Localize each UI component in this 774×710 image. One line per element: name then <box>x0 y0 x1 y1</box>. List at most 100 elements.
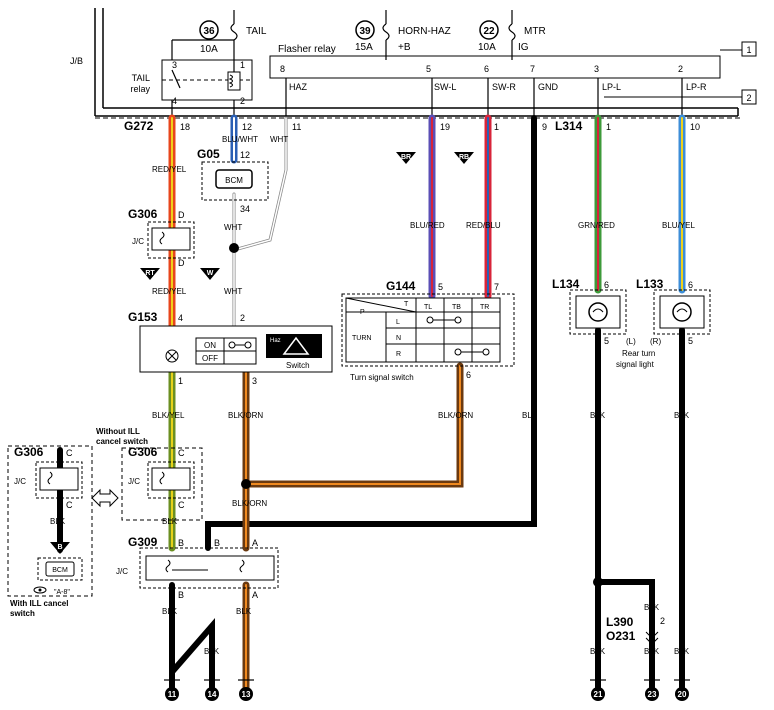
ground-21: 21 <box>590 679 606 701</box>
label-markers-rb: RB <box>459 154 469 161</box>
fuse-horn-haz: 39 HORN-HAZ 15A +B 4 <box>355 10 451 70</box>
label-turn-switch-cols-1: T <box>404 301 409 308</box>
label-wire-labels-blk-orn-2: BLK/ORN <box>438 411 473 420</box>
variant-arrow-icon <box>91 488 119 508</box>
junction-block-label: J/B <box>70 56 83 66</box>
label-pin-numbers-g309-b3: B <box>178 590 184 600</box>
label-pin-numbers-g306-c1: C <box>178 448 185 458</box>
label-switch-on: ON <box>204 341 216 350</box>
label-turn-switch-rows-2: N <box>396 335 401 342</box>
label-fuses-2-number: 22 <box>483 26 495 37</box>
connector-labels: G272 18 12 11 19 1 9 L314 1 10 G05 12 34… <box>14 119 700 643</box>
label-wire-labels-blu-yel: BLU/YEL <box>662 221 695 230</box>
label-wire-labels-blk-g306: BLK <box>162 517 178 526</box>
ground-14: 14 <box>204 679 220 701</box>
label-pin-numbers-g272-19: 19 <box>440 122 450 132</box>
label-wire-labels-wht-2: WHT <box>224 223 242 232</box>
label-pin-numbers-g309-b2: B <box>214 538 220 548</box>
label-flasher-relay-title: Flasher relay <box>278 44 336 55</box>
label-wire-labels-grn-red: GRN/RED <box>578 221 615 230</box>
label-wire-labels-blk-14: BLK <box>204 647 220 656</box>
label-jc: J/C <box>14 477 26 486</box>
label-pin-numbers-g144-5: 5 <box>438 282 443 292</box>
label-turn-switch-cols-0: P <box>360 309 365 316</box>
rear-lamp-caption-2: signal light <box>616 360 655 369</box>
label-bcm: BCM <box>52 567 68 574</box>
label-flasher-relay-pins-1-name: SW-L <box>434 82 456 92</box>
label-pin-numbers-l314-10: 10 <box>690 122 700 132</box>
label-pin-numbers-l133-6: 6 <box>688 280 693 290</box>
label-pin-numbers-l134-6: 6 <box>604 280 609 290</box>
label-variant-without-1: Without ILL <box>96 427 140 436</box>
label-turn-switch-cols-2: TL <box>424 304 432 311</box>
hazard-switch: ON OFF Haz Switch <box>139 325 333 373</box>
label-grounds-3: 21 <box>594 690 603 699</box>
label-pin-numbers-l134-5: 5 <box>604 336 609 346</box>
label-pin-numbers-g309-a1: A <box>252 538 258 548</box>
ground-terminals: 11 14 13 21 23 20 <box>164 679 690 701</box>
label-flasher-relay-pins-1-num: 5 <box>426 64 431 74</box>
connector-g309: G309 <box>128 535 158 549</box>
label-turn-switch-rows-3: R <box>396 351 401 358</box>
label-flasher-relay-pins-0-name: HAZ <box>289 82 308 92</box>
label-jc: J/C <box>132 237 144 246</box>
label-markers-rt: RT <box>145 270 155 277</box>
label-fuses-1-amps: 15A <box>355 42 373 53</box>
eye-icon <box>33 586 47 594</box>
joint-connector-g309: J/C <box>116 547 279 589</box>
label-pin-numbers-l390-2: 2 <box>660 616 665 626</box>
label-pin-numbers-g153-1: 1 <box>178 376 183 386</box>
splice-points <box>229 243 603 587</box>
label-pin-numbers-g05-12: 12 <box>240 150 250 160</box>
label-pin-numbers-g144-7: 7 <box>494 282 499 292</box>
label-pin-numbers-g272-11: 11 <box>292 122 301 132</box>
connector-g306: G306 <box>128 207 158 221</box>
label-pin-numbers-g306-c2: C <box>178 500 185 510</box>
label-variant-with-1: With ILL cancel <box>10 599 68 608</box>
connector-g306-alt: G306 <box>128 445 158 459</box>
label-wire-labels-blk-orn-3: BLK/ORN <box>232 499 267 508</box>
page-reference-2[interactable]: 2 <box>604 89 757 105</box>
connector-g153: G153 <box>128 310 158 324</box>
connector-g306-ill: G306 <box>14 445 44 459</box>
label-wire-labels-blu-red: BLU/RED <box>410 221 445 230</box>
connector-o231: O231 <box>606 629 636 643</box>
label-flasher-relay-pins-0-num: 8 <box>280 64 285 74</box>
label-grounds-0: 11 <box>168 690 177 699</box>
label-pin-numbers-g306l-c1: C <box>66 448 73 458</box>
label-pin-numbers-l133-5: 5 <box>688 336 693 346</box>
flasher-relay: Flasher relay 8 HAZ 5 SW-L 6 SW-R 7 GND … <box>269 44 721 92</box>
connector-l134: L134 <box>552 277 580 291</box>
wire-color-labels: BLU/WHT WHT RED/YEL WHT RED/YEL WHT BLU/… <box>50 135 695 656</box>
label-variant-ref: "A-8" <box>54 589 70 596</box>
label-wire-labels-blk-l133: BLK <box>674 411 690 420</box>
label-page-refs-1: 2 <box>746 93 751 103</box>
label-pin-numbers-g272-12: 12 <box>242 122 252 132</box>
label-markers-w: W <box>207 270 214 277</box>
label-fuses-0-amps: 10A <box>200 44 218 55</box>
label-pin-numbers-g272-9: 9 <box>542 122 547 132</box>
page-reference-1[interactable]: 1 <box>720 41 757 57</box>
label-switch-label: Switch <box>286 361 310 370</box>
connector-l390: L390 <box>606 615 634 629</box>
label-variant-with-2: switch <box>10 609 35 618</box>
ground-20: 20 <box>674 679 690 701</box>
label-tail-relay-pins-1: 1 <box>240 60 245 70</box>
ground-11: 11 <box>164 679 180 701</box>
joint-connector-g306: J/C <box>132 221 195 259</box>
label-turn-switch-rows-1: L <box>396 319 400 326</box>
label-tail-relay-pins-2: 4 <box>172 96 177 106</box>
rear-turn-lamp-right: (R) <box>650 289 711 346</box>
label-wire-labels-red-yel-1: RED/YEL <box>152 165 187 174</box>
label-wire-labels-blu-wht: BLU/WHT <box>222 135 258 144</box>
label-markers-b: B <box>57 544 62 551</box>
rear-lamp-caption-1: Rear turn <box>622 349 655 358</box>
harness-wires <box>57 114 686 694</box>
tail-relay: 3 1 4 2 TAIL relay <box>130 59 253 106</box>
label-grounds-4: 23 <box>648 690 657 699</box>
label-lamps-left: (L) <box>626 337 636 346</box>
label-wire-labels-wht-1: WHT <box>270 135 288 144</box>
turn-signal-switch: P T TL TB TR TURN L N R Turn signal swit… <box>341 293 515 382</box>
label-tail-relay-pins-0: 3 <box>172 60 177 70</box>
